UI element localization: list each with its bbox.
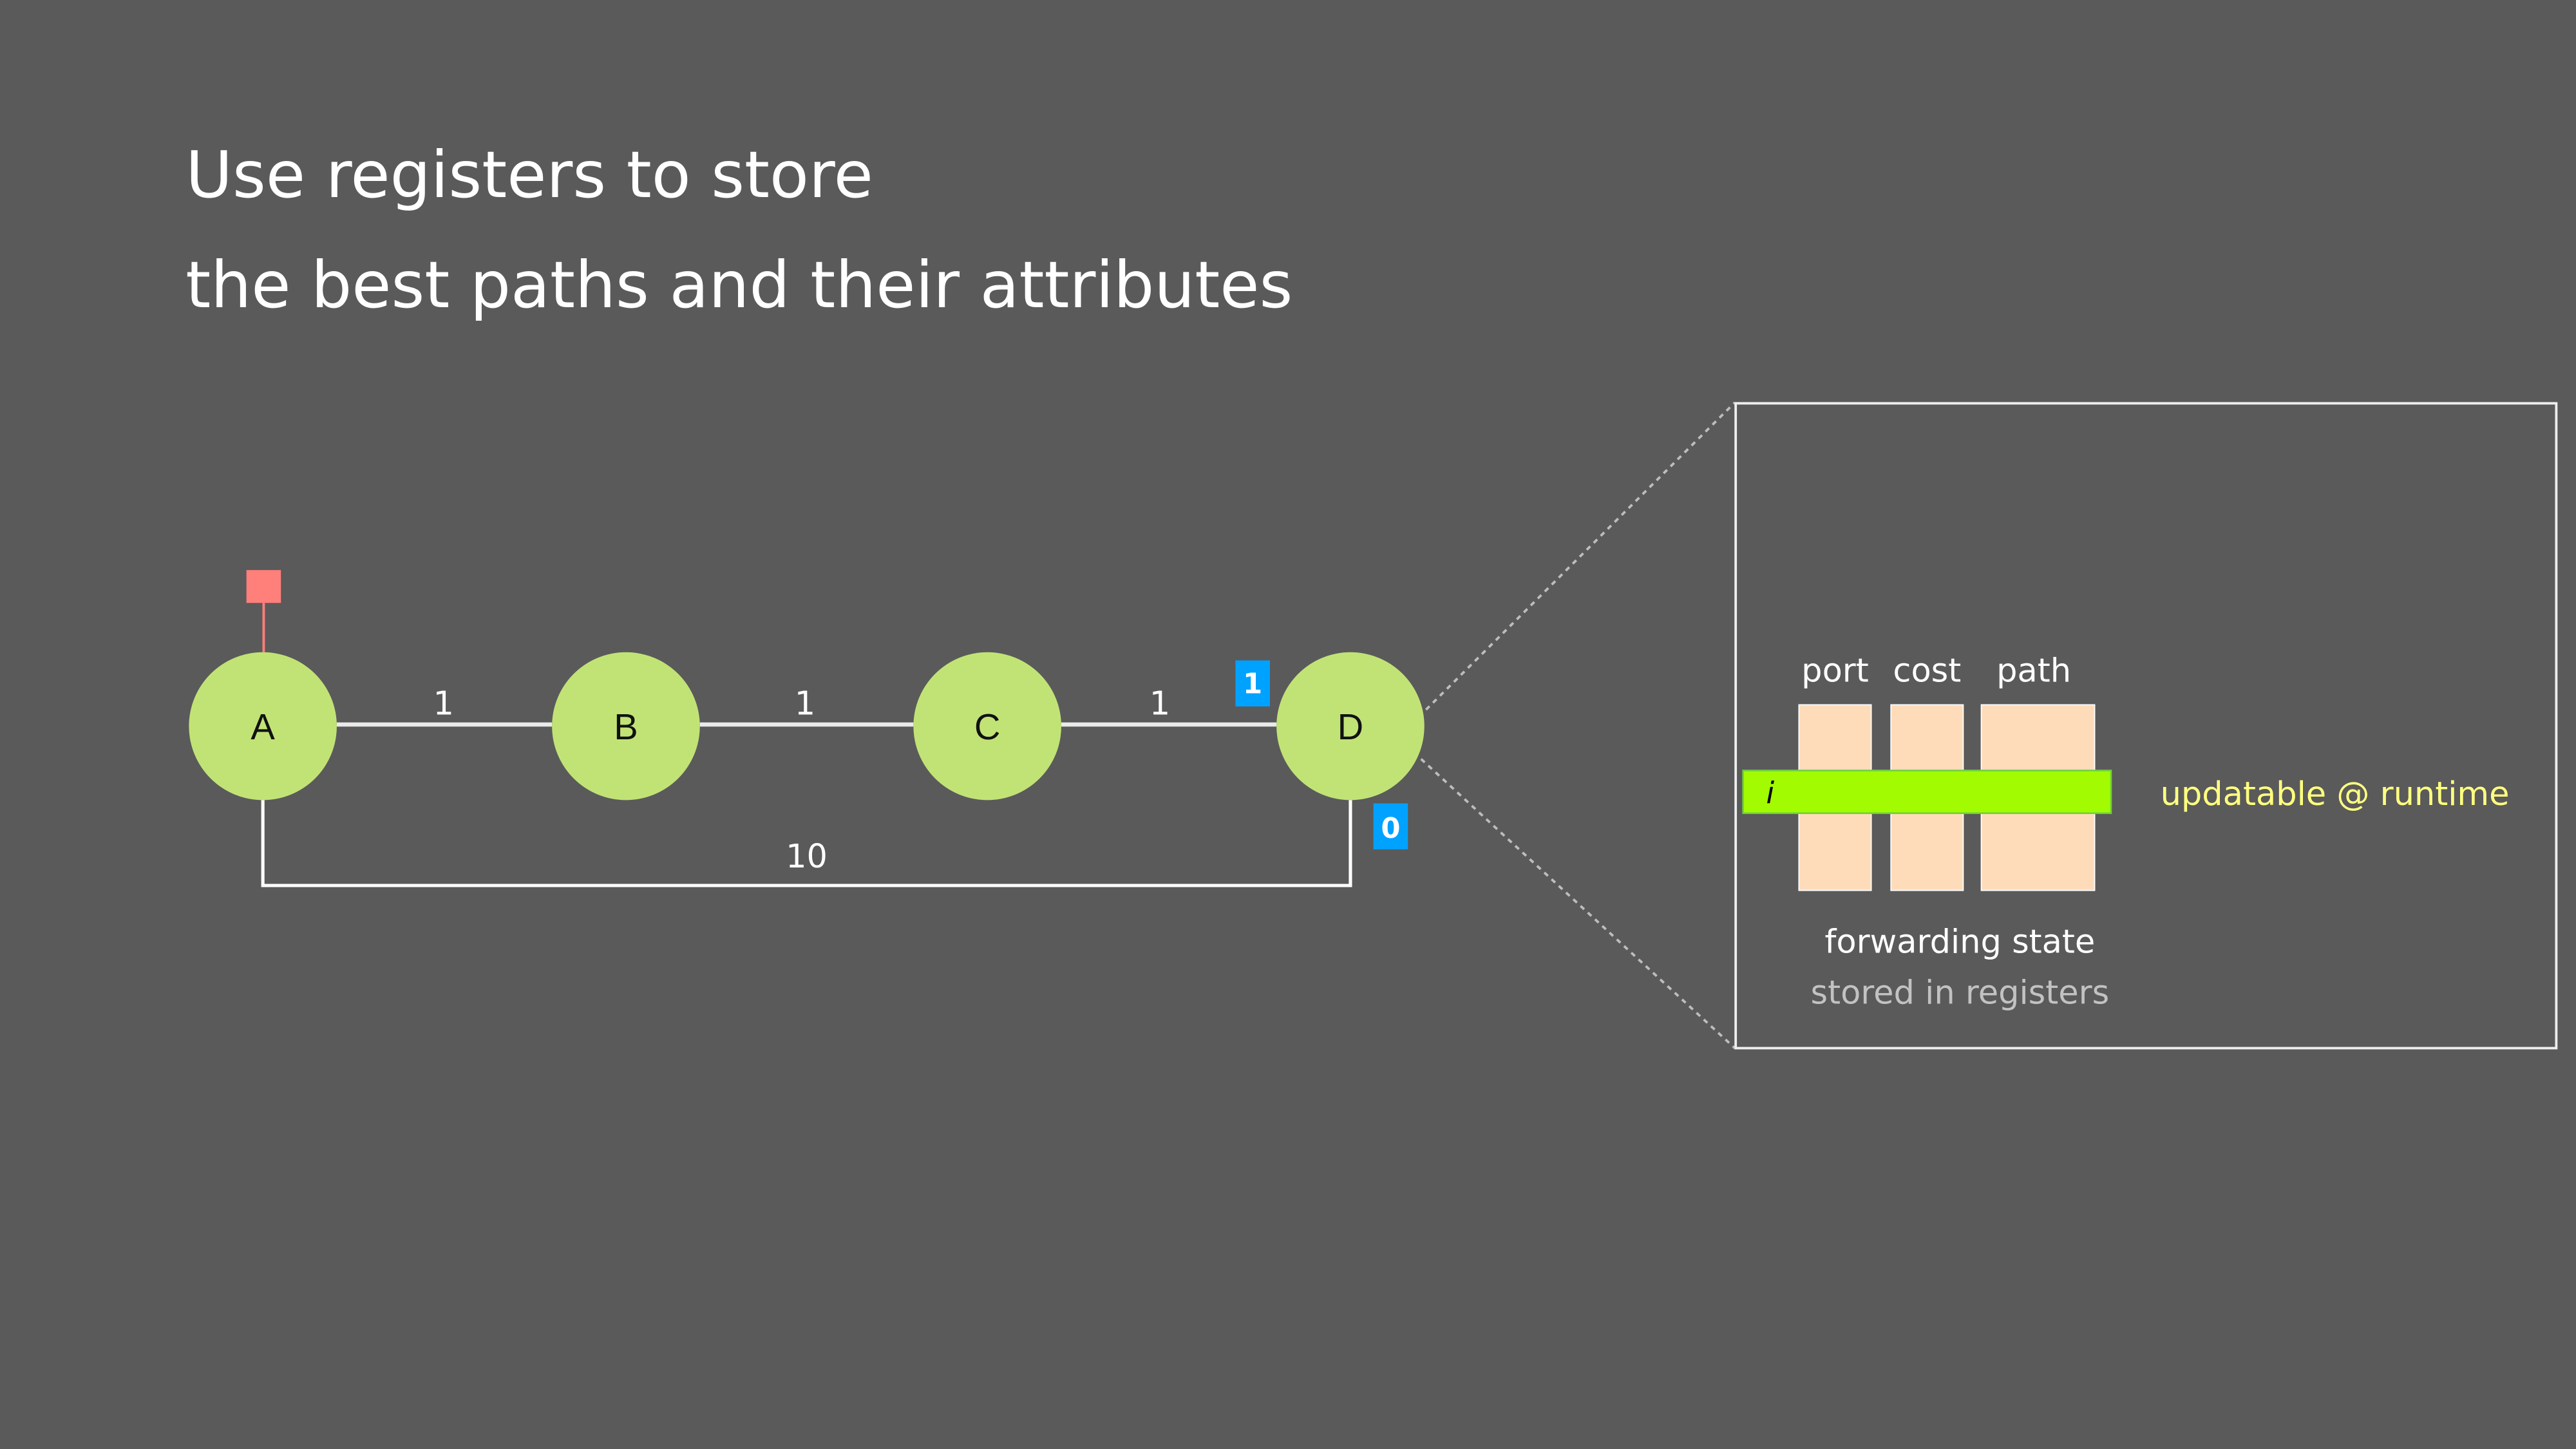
node-circle	[189, 652, 337, 800]
edge-weight-c-d: 1	[1150, 685, 1170, 723]
zoom-line-bottom	[1420, 758, 1736, 1049]
port-badge-0-label: 0	[1381, 813, 1400, 845]
edge-weight-a-b: 1	[433, 685, 454, 723]
register-index-label: i	[1766, 775, 1774, 810]
updatable-annotation: updatable @ runtime	[2161, 775, 2510, 813]
title-line-2: the best paths and their attributes	[185, 249, 1293, 323]
register-subcaption: stored in registers	[1811, 974, 2110, 1012]
register-caption: forwarding state	[1824, 923, 2095, 961]
node-label: D	[1338, 706, 1364, 747]
edge-a-d	[261, 800, 1352, 887]
port-badge-1	[1235, 660, 1270, 706]
node-label: C	[974, 706, 1001, 747]
node-d: D	[1276, 652, 1425, 800]
zoom-line-top	[1425, 401, 1736, 711]
node-label: B	[614, 706, 638, 747]
edges	[261, 722, 1352, 887]
node-circle	[913, 652, 1061, 800]
port-badge-0	[1373, 803, 1408, 849]
node-c: C	[913, 652, 1061, 800]
register-label-port: port	[1801, 652, 1869, 690]
register-row-highlight	[1742, 770, 2112, 815]
edge-weight-b-c: 1	[795, 685, 815, 723]
source-marker	[246, 570, 281, 603]
edge-weight-a-d: 10	[786, 838, 828, 876]
port-badge-1-label: 1	[1243, 668, 1262, 701]
register-label-cost: cost	[1893, 652, 1961, 690]
node-b: B	[552, 652, 700, 800]
register-panel	[1734, 402, 2558, 1050]
register-label-path: path	[1996, 652, 2071, 690]
node-label: A	[251, 706, 275, 747]
title-line-1: Use registers to store	[185, 138, 873, 213]
node-circle	[1276, 652, 1425, 800]
node-circle	[552, 652, 700, 800]
node-a: A	[189, 652, 337, 800]
